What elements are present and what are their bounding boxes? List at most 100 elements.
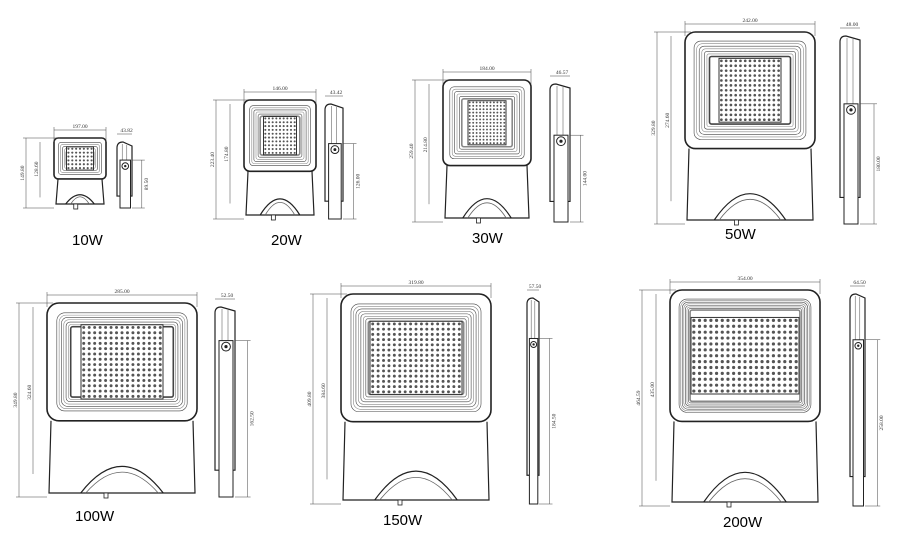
led-dot [419,390,423,394]
dim-height-light: 128.60 [34,161,40,176]
led-dot [264,136,267,139]
led-dot [692,371,696,375]
led-dot [482,138,485,141]
led-dot [286,132,289,135]
led-dot [98,352,102,356]
led-dot [492,108,495,111]
led-dot [414,359,418,362]
led-dot [104,368,108,372]
led-dot [783,330,787,334]
led-dot [78,167,82,170]
led-dot [486,104,488,107]
led-dot [777,93,780,97]
dim-width: 242.00 [742,18,757,24]
led-dot [403,338,407,342]
led-dot [788,342,793,346]
led-dot [158,394,162,398]
led-dot [275,151,278,154]
led-dot [109,368,113,372]
led-dot [767,103,771,107]
dim-height-light: 324.60 [27,384,33,399]
led-panel [369,320,463,395]
led-dot [754,360,758,364]
led-dot [754,354,758,358]
led-dot [98,347,102,351]
led-dot [753,79,757,82]
led-dot [475,125,478,128]
led-dot [147,347,151,351]
led-dot [720,84,723,87]
dim-side-depth: 52.50 [221,293,234,299]
led-dot [275,148,278,151]
led-dot [441,343,445,347]
led-dot [754,377,758,381]
led-dot [748,84,752,87]
led-dot [726,354,730,358]
led-dot [136,336,140,340]
led-dot [737,342,741,346]
led-dot [142,363,146,367]
led-dot [703,354,707,358]
led-dot [286,121,289,124]
led-dot [115,336,119,340]
cable-gland [476,217,481,224]
led-dot [760,360,764,364]
led-dot [720,324,724,328]
led-dot [754,371,758,375]
dim-height-total: 349.80 [13,392,19,407]
led-dot [147,357,151,361]
led-dot [109,347,113,351]
led-dot [376,364,380,368]
led-dot [788,360,793,364]
led-dot [729,108,733,112]
led-dot [457,359,461,362]
dim-side-depth: 46.57 [556,70,569,76]
led-dot [104,347,108,351]
led-dot [376,379,380,383]
led-dot [766,360,770,364]
led-dot [472,125,475,128]
led-dot [771,342,776,346]
led-dot [82,167,85,170]
led-dot [87,331,91,335]
led-dot [403,332,407,336]
led-dot [794,360,798,364]
led-dot [720,98,723,102]
led-dot [724,69,728,72]
led-dot [766,348,770,352]
led-dot [115,368,119,372]
led-dot [441,390,445,394]
led-dot [753,88,757,92]
led-dot [794,377,798,381]
led-dot [419,385,423,389]
led-dot [398,379,402,383]
led-dot [93,373,97,377]
led-dot [425,348,429,352]
led-dot [739,74,742,77]
led-dot [430,322,434,326]
led-dot [729,79,733,82]
led-dot [398,343,402,347]
led-dot [398,374,402,378]
led-dot [489,125,492,128]
led-dot [457,322,461,326]
led-dot [697,389,702,393]
led-dot [104,389,108,393]
led-dot [492,118,495,121]
led-dot [777,371,781,375]
led-dot [794,336,798,340]
led-dot [403,359,407,362]
led-dot [457,364,461,368]
led-dot [131,341,135,345]
led-dot [475,118,478,121]
led-dot [376,353,380,357]
led-dot [794,389,798,393]
led-dot [392,390,396,394]
led-dot [382,390,385,394]
led-dot [409,348,413,352]
led-dot [703,365,707,370]
